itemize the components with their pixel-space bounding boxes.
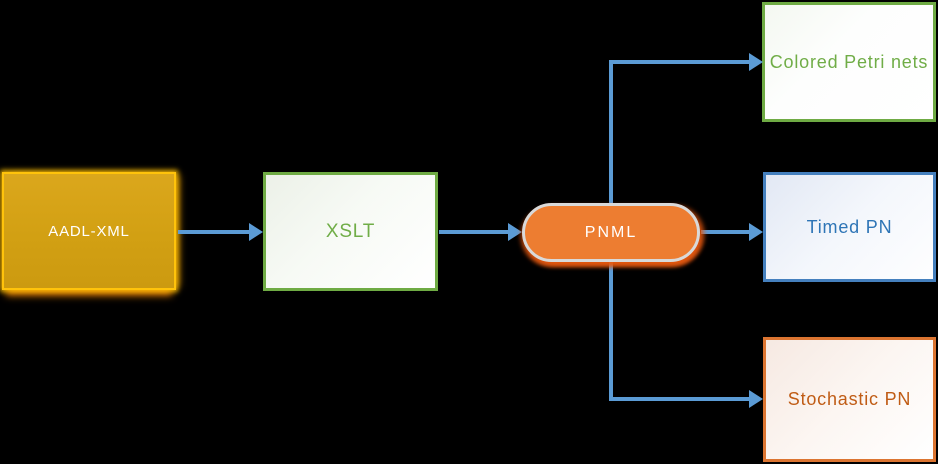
arrowhead-icon — [249, 223, 263, 241]
arrowhead-icon — [749, 53, 763, 71]
arrow-line-vertical — [609, 258, 613, 399]
arrow-line-vertical — [609, 62, 613, 203]
node-timed-pn-label: Timed PN — [806, 216, 893, 237]
node-timed-pn: Timed PN — [763, 172, 936, 282]
node-pnml-label: PNML — [584, 223, 638, 241]
arrowhead-icon — [749, 390, 763, 408]
node-xslt-label: XSLT — [325, 220, 376, 242]
node-stochastic-pn: Stochastic PN — [763, 337, 936, 462]
node-pnml: PNML — [522, 203, 700, 262]
node-aadl-xml-label: AADL-XML — [48, 222, 130, 240]
node-xslt: XSLT — [263, 172, 438, 291]
node-aadl-xml: AADL-XML — [2, 172, 176, 290]
arrow-line — [439, 230, 508, 234]
arrow-line — [701, 230, 749, 234]
arrow-line-horizontal — [609, 397, 749, 401]
node-colored-petri-nets-label: Colored Petri nets — [769, 51, 929, 72]
arrow-line — [178, 230, 249, 234]
arrowhead-icon — [749, 223, 763, 241]
node-stochastic-pn-label: Stochastic PN — [787, 389, 912, 409]
node-colored-petri-nets: Colored Petri nets — [762, 2, 936, 122]
arrowhead-icon — [508, 223, 522, 241]
arrow-line-horizontal — [609, 60, 749, 64]
